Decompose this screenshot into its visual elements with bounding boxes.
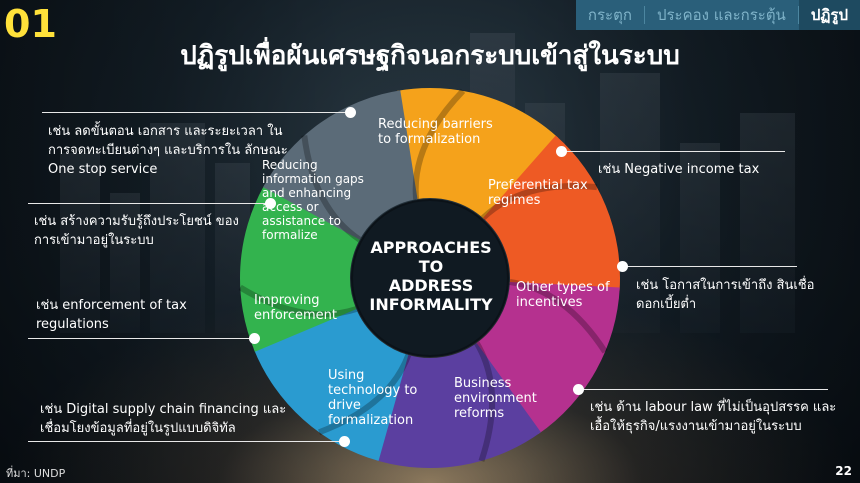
top-tab-bar: กระตุก ประคอง และกระตุ้น ปฏิรูป [575, 0, 860, 30]
wheel-segment [397, 88, 559, 219]
wheel-segment [475, 281, 620, 435]
slide-number: 01 [4, 2, 57, 46]
callout-dot-5 [249, 333, 260, 344]
callout-dot-2 [556, 146, 567, 157]
note-improving-enforcement: เช่น enforcement of tax regulations [36, 298, 187, 332]
wheel-swirl [509, 279, 608, 354]
callout-line-3 [28, 203, 270, 204]
callout-line-5 [28, 338, 258, 339]
center-line-1: APPROACHES [370, 238, 492, 257]
center-line-2: TO [418, 257, 444, 276]
wheel-swirl [238, 284, 358, 318]
wheel-segment [253, 307, 409, 461]
note-reducing-barriers: เช่น ลดขั้นตอน เอกสาร และระยะเวลา ในการจ… [48, 124, 288, 177]
page-number: 22 [835, 464, 852, 478]
callout-line-7 [28, 441, 346, 442]
callout-line-2 [560, 151, 785, 152]
callout-dot-4 [617, 261, 628, 272]
wheel-segment [239, 184, 361, 352]
wheel-swirl [480, 182, 598, 221]
wheel-swirl [474, 341, 496, 462]
callout-line-4 [622, 266, 797, 267]
segment-label-using-technology: Using technology to drive formalization [328, 368, 418, 428]
tab-support-and-stimulate[interactable]: ประคอง และกระตุ้น [656, 6, 786, 24]
callout-line-1 [42, 112, 352, 113]
wheel-center-text: APPROACHES TO ADDRESS INFORMALITY [356, 238, 506, 314]
note-using-technology: เช่น Digital supply chain financing และเ… [40, 402, 287, 436]
callout-line-6 [578, 389, 828, 390]
callout-dot-7 [339, 436, 350, 447]
wheel-segment [482, 135, 621, 291]
segment-label-preferential-tax: Preferential tax regimes [488, 178, 588, 208]
wheel-center-hole [351, 199, 509, 357]
note-preferential-tax: เช่น Negative income tax [598, 162, 760, 177]
tab-reform[interactable]: ปฏิรูป [798, 0, 860, 30]
wheel-swirl [318, 353, 412, 436]
segment-label-information-gaps: Reducing information gaps and enhancing … [262, 158, 364, 242]
wheel-segment [375, 342, 541, 468]
source-label: ที่มา: UNDP [6, 467, 66, 480]
callout-dot-6 [573, 384, 584, 395]
wheel-segment [263, 90, 418, 240]
wheel-swirl [412, 88, 466, 200]
segment-label-improving-enforcement: Improving enforcement [254, 293, 337, 323]
note-business-environment: เช่น ด้าน labour law ที่ไม่เป็นอุปสรรค แ… [590, 400, 837, 434]
center-line-4: INFORMALITY [369, 295, 493, 314]
page-title: ปฏิรูปเพื่อผันเศรษฐกิจนอกระบบเข้าสู่ในระ… [180, 41, 680, 71]
callout-dot-1 [345, 107, 356, 118]
note-other-incentives: เช่น โอกาสในการเข้าถึง สินเชื่อดอกเบี้ยต… [636, 278, 815, 312]
wheel-swirl [301, 135, 362, 243]
callout-dot-3 [265, 198, 276, 209]
segment-label-other-incentives: Other types of incentives [516, 280, 610, 310]
tab-stimulate[interactable]: กระตุก [587, 6, 632, 24]
note-information-gaps: เช่น สร้างความรับรู้ถึงประโยชน์ ของการเข… [34, 214, 239, 248]
segment-label-reducing-barriers: Reducing barriers to formalization [378, 117, 493, 147]
center-line-3: ADDRESS [388, 276, 474, 295]
segment-label-business-environment: Business environment reforms [454, 376, 537, 421]
